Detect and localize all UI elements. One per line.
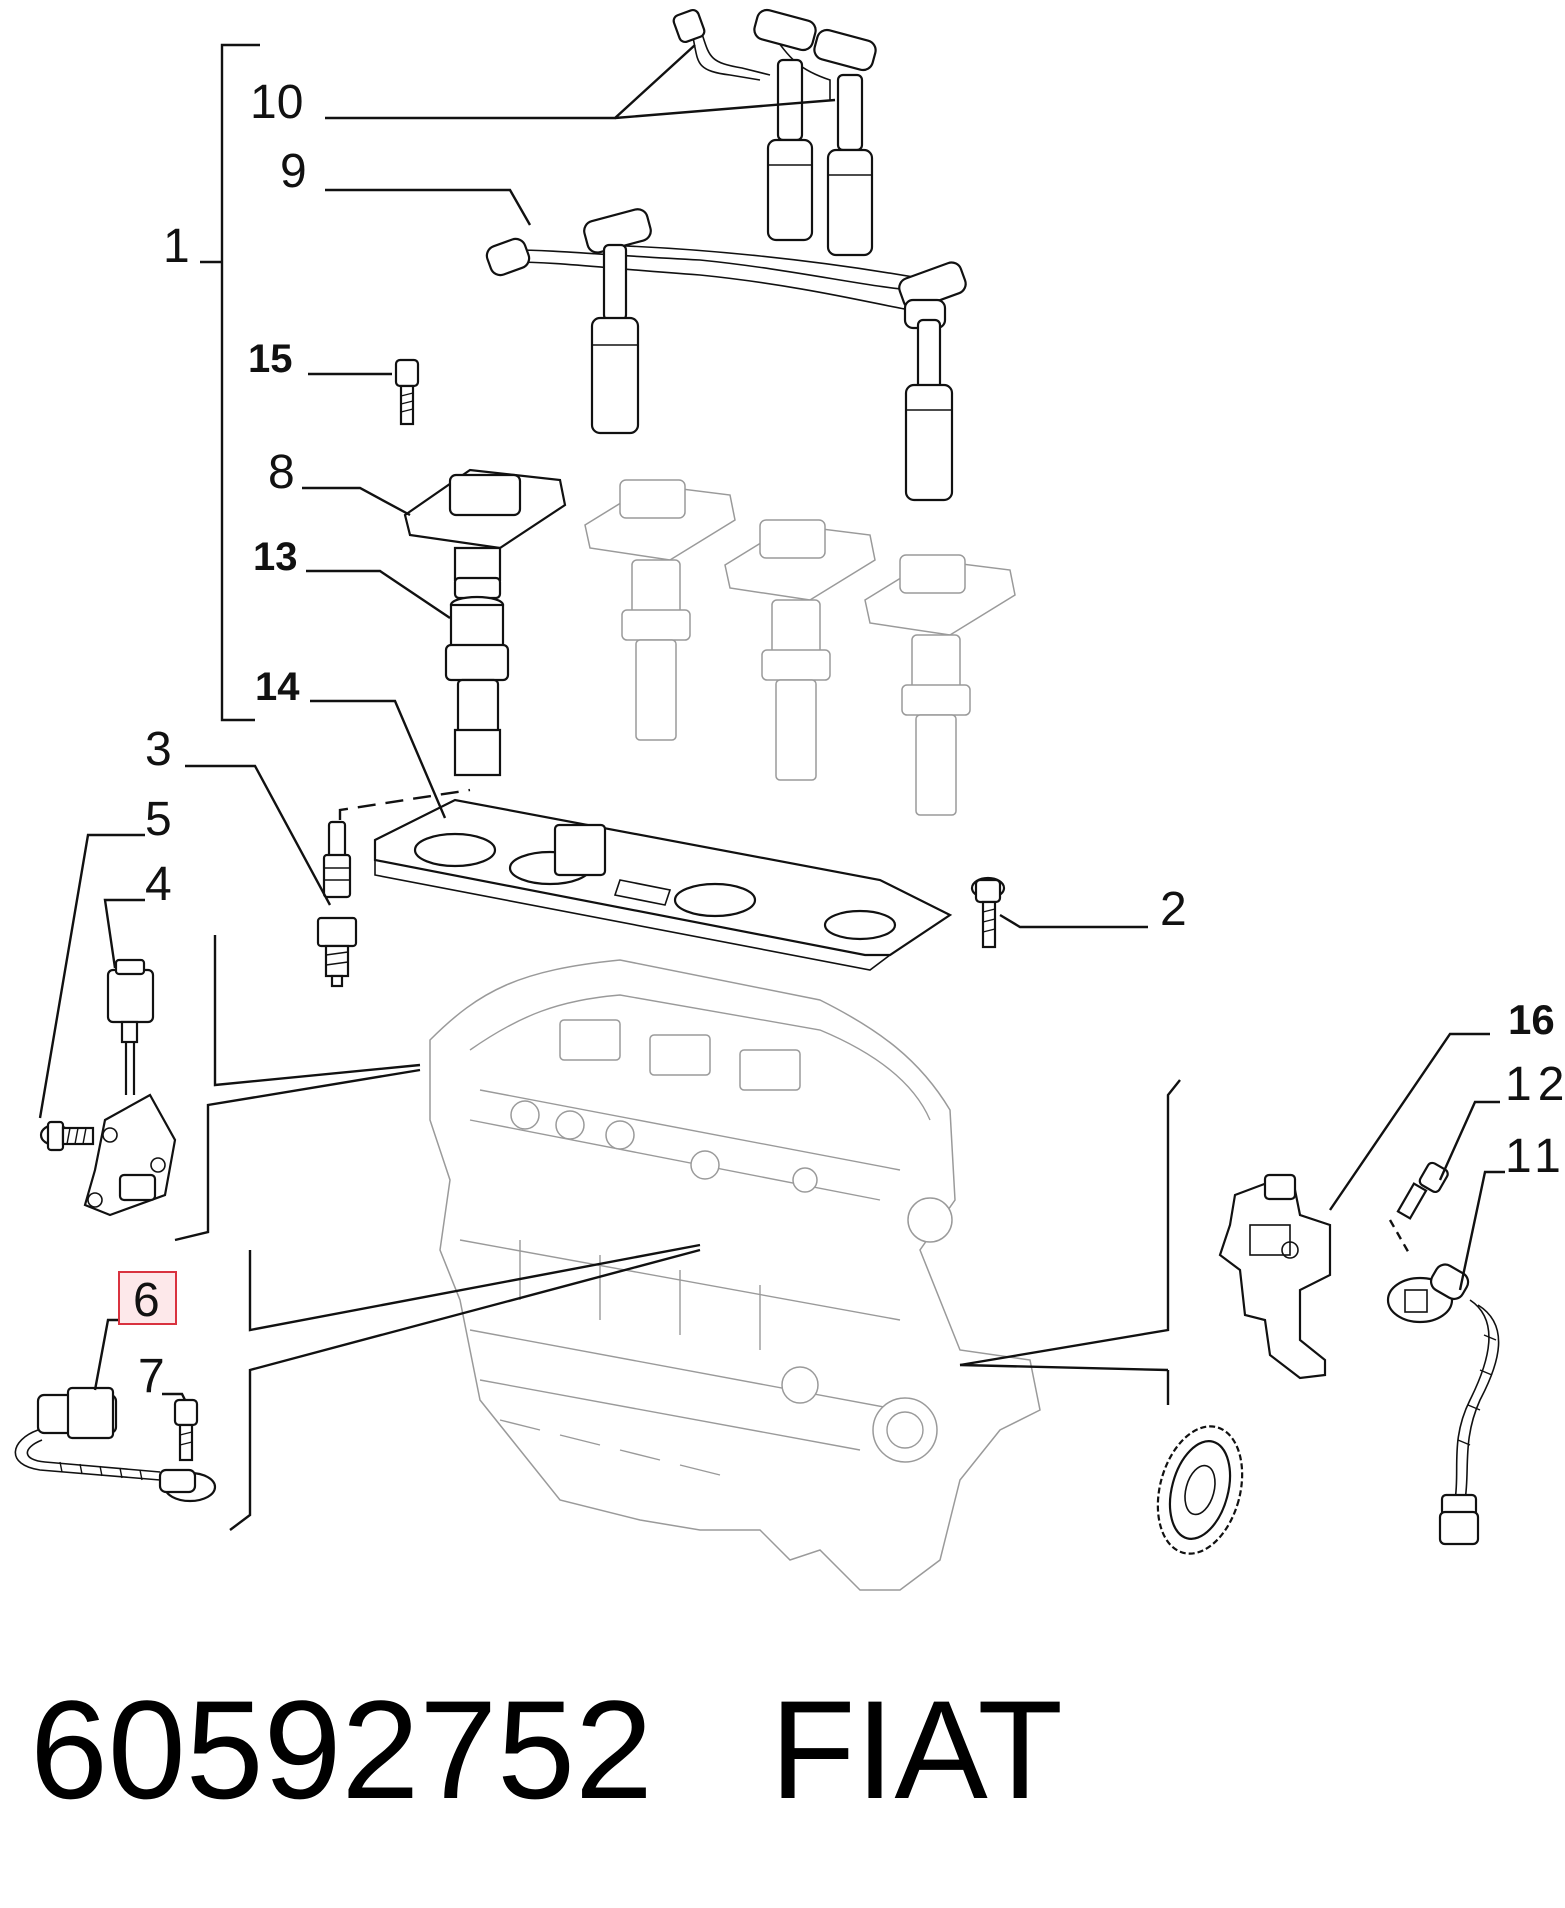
bolt-12 (1388, 1161, 1449, 1256)
cover-plate (373, 798, 953, 971)
callout-6-highlight (118, 1271, 177, 1325)
engine-bracket-lines (174, 935, 1181, 1531)
callout-3: 3 (145, 723, 172, 776)
callout-5: 5 (145, 793, 172, 846)
callout-9: 9 (280, 145, 307, 198)
ghost-coils (584, 479, 1016, 816)
callout-11: 11 (1505, 1130, 1565, 1183)
knock-sensor-6 (14, 1386, 217, 1503)
coil-extension (444, 595, 510, 777)
bolt-7 (173, 1398, 199, 1462)
callout-14: 14 (255, 665, 300, 709)
callout-7: 7 (138, 1350, 165, 1403)
sensor-4 (83, 958, 177, 1217)
assembly-bracket (200, 43, 260, 722)
callout-13: 13 (253, 535, 298, 579)
callout-1: 1 (163, 220, 190, 273)
callout-labels: 10 9 1 15 8 13 14 3 5 4 2 16 12 11 6 7 (118, 76, 1565, 1403)
brand-name: FIAT (770, 1671, 1063, 1828)
callout-10: 10 (250, 76, 303, 129)
callout-15: 15 (248, 337, 293, 381)
callout-2: 2 (1160, 883, 1187, 936)
bolt-15 (394, 358, 420, 426)
callout-6: 6 (133, 1274, 160, 1327)
bolt-5 (39, 1120, 95, 1152)
callout-16: 16 (1508, 996, 1555, 1043)
bolt-2 (970, 876, 1006, 949)
sensor-16 (1218, 1173, 1332, 1380)
ignition-leads-upper (672, 8, 877, 257)
engine-block (429, 959, 1041, 1591)
cam-gear (1156, 1425, 1244, 1555)
leader-lines (38, 44, 1505, 1401)
ignition-leads-lower (485, 208, 967, 502)
part-number: 60592752 (30, 1671, 653, 1828)
callout-8: 8 (268, 446, 295, 499)
ignition-coil (403, 468, 567, 600)
spark-plug (316, 788, 471, 988)
callout-12: 12 (1505, 1058, 1565, 1111)
sensor-11 (1386, 1263, 1500, 1546)
callout-4: 4 (145, 858, 172, 911)
footer: 60592752 FIAT (30, 1671, 1063, 1828)
